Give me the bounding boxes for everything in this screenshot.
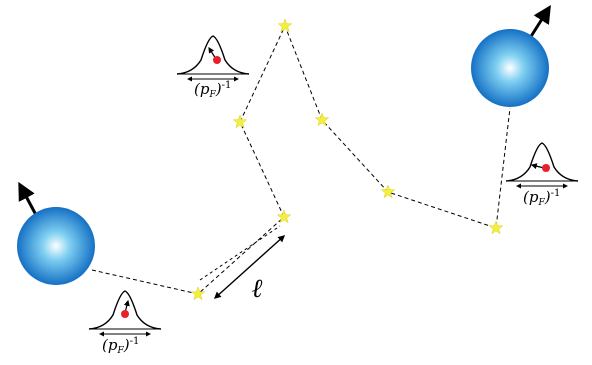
wavepacket-bottom-left: (pF)-1 bbox=[88, 290, 162, 356]
step-length-indicator: ℓ bbox=[199, 225, 286, 304]
momentum-arrow-icon bbox=[530, 163, 545, 170]
spin-ball-left bbox=[17, 207, 95, 285]
scattering-path bbox=[91, 24, 511, 295]
wavepacket-right: (pF)-1 bbox=[505, 142, 579, 208]
gaussian-icon bbox=[176, 35, 250, 75]
impurity-star-icon bbox=[315, 112, 329, 126]
step-length-label: ℓ bbox=[252, 274, 263, 304]
electron-dot bbox=[213, 56, 221, 64]
spin-ball-right bbox=[471, 29, 549, 107]
spin-arrow-icon bbox=[528, 4, 551, 39]
impurity-star-icon bbox=[489, 220, 503, 234]
impurity-star-icon bbox=[191, 286, 205, 300]
fermi-wavelength-label: (pF)-1 bbox=[102, 336, 139, 356]
gaussian-icon bbox=[505, 142, 579, 182]
spin-arrow-icon bbox=[18, 181, 38, 216]
spin-left bbox=[17, 181, 95, 285]
fermi-wavelength-label: (pF)-1 bbox=[523, 188, 560, 208]
fermi-wavelength-label: (pF)-1 bbox=[194, 80, 231, 100]
gaussian-icon bbox=[88, 290, 162, 330]
wavepacket-top-left: (pF)-1 bbox=[176, 35, 250, 100]
impurity-star-icon bbox=[278, 18, 292, 32]
impurity-star-icon bbox=[233, 114, 247, 128]
electron-dot bbox=[542, 164, 550, 172]
double-arrow-icon bbox=[213, 235, 286, 299]
spin-right bbox=[471, 4, 551, 107]
electron-dot bbox=[121, 310, 129, 318]
